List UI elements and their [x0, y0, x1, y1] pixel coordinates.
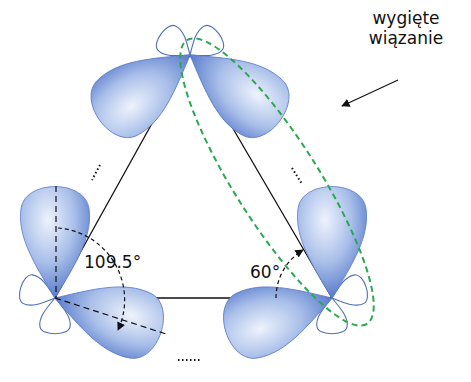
orbital-lobe — [20, 187, 89, 298]
angle-label: 60° — [250, 262, 280, 282]
angle-label: 109.5° — [84, 252, 141, 272]
orbital-lobe — [44, 265, 171, 365]
orbital-lobe — [170, 27, 301, 148]
angle-guides — [55, 186, 303, 334]
bent-bond-outline — [152, 18, 403, 347]
bond-label: wygięte wiązanie — [352, 8, 460, 49]
orbital-lobes — [16, 22, 371, 366]
orbital-lobe — [80, 27, 211, 148]
leader-arrow — [342, 80, 398, 106]
